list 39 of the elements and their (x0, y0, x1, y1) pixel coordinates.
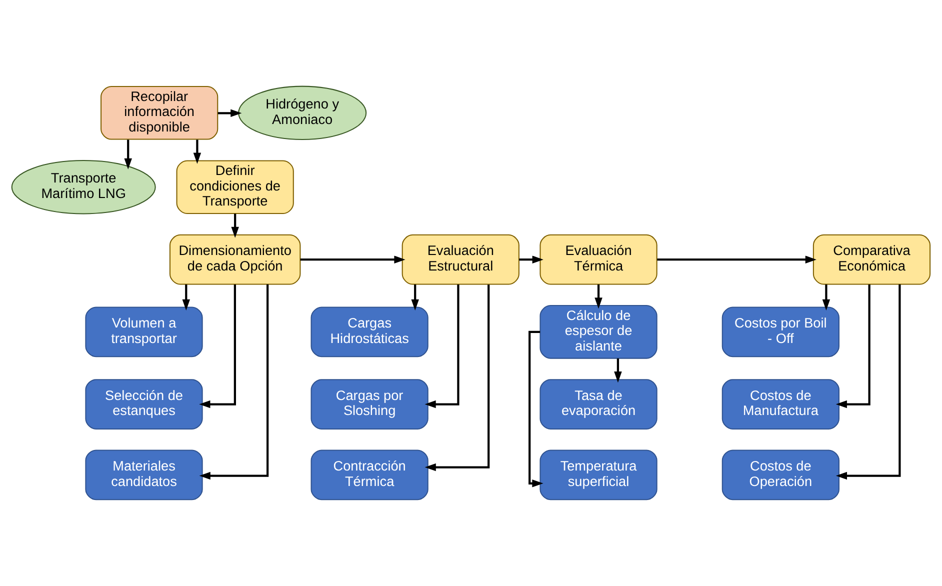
arrow (836, 284, 870, 408)
arrow (836, 284, 901, 480)
arrow (519, 256, 544, 264)
node-box: Costos de Operación (722, 450, 840, 500)
node-box: Evaluación Térmica (540, 234, 658, 285)
node-ellipse: Transporte Marítimo LNG (11, 160, 156, 214)
arrow (424, 284, 490, 472)
arrow (822, 284, 830, 310)
node-box: Definir condiciones de Transporte (176, 160, 294, 214)
node-box: Tasa de evaporación (540, 379, 658, 430)
arrow (231, 214, 239, 238)
node-ellipse: Hidrógeno y Amoniaco (238, 86, 367, 140)
arrow (594, 284, 602, 309)
arrow (424, 284, 460, 408)
node-box: Cálculo de espesor de aislante (540, 305, 658, 359)
node-box: Selección de estanques (85, 379, 203, 430)
node-box: Dimensionamiento de cada Opción (169, 234, 301, 285)
node-box: Cargas por Sloshing (310, 379, 428, 430)
node-box: Materiales candidatos (85, 450, 203, 500)
arrow (657, 256, 816, 264)
arrow (199, 284, 236, 408)
arrow (182, 284, 190, 310)
arrow (614, 358, 622, 383)
node-box: Contracción Térmica (310, 450, 428, 500)
node-box: Evaluación Estructural (402, 234, 520, 285)
node-box: Temperatura superficial (540, 450, 658, 500)
arrow (528, 330, 544, 488)
arrow (193, 140, 202, 164)
arrow (218, 109, 242, 118)
node-box: Recopilar información disponible (100, 86, 218, 140)
node-box: Cargas Hidrostáticas (310, 306, 428, 358)
node-box: Volumen a transportar (85, 306, 203, 358)
arrow (199, 284, 269, 480)
node-box: Comparativa Económica (812, 234, 931, 285)
arrow (300, 256, 406, 264)
node-box: Costos de Manufactura (722, 379, 840, 430)
arrow (124, 140, 132, 170)
node-box: Costos por Boil - Off (722, 306, 840, 358)
arrow (411, 284, 419, 310)
